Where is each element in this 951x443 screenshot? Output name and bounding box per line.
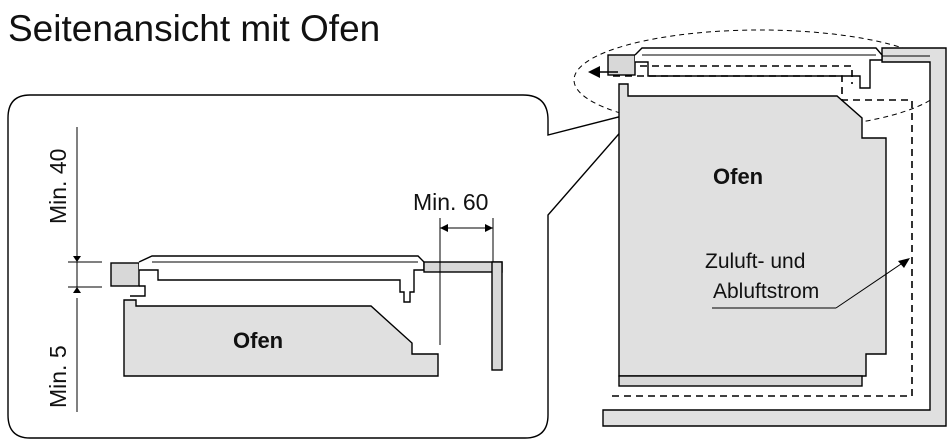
- airflow-pointer: [835, 261, 905, 309]
- cabinet-wall: [602, 47, 947, 427]
- dimension-arrow-up: [73, 287, 81, 293]
- oven-body-overview: [618, 83, 887, 377]
- hob-body: [138, 255, 425, 303]
- detail-callout: Min. 40 Min. 5 Ofen Min. 60: [7, 94, 641, 439]
- page-title: Seitenansicht mit Ofen: [8, 8, 381, 49]
- hob-body-overview: [634, 47, 883, 89]
- hob-front-edge: [110, 262, 140, 287]
- airflow-arrow-left: [588, 66, 600, 78]
- dimension-arrow-down: [73, 256, 81, 262]
- oven-body: [123, 299, 439, 377]
- min-side-label: Min. 60: [413, 189, 488, 215]
- oven-label-overview: Ofen: [713, 164, 763, 189]
- min-top-label: Min. 40: [45, 149, 71, 224]
- side-wall: [491, 261, 503, 371]
- hob-front-edge-overview: [607, 54, 636, 76]
- overview-diagram: Ofen Zuluft- und Abluftstrom: [573, 29, 947, 427]
- airflow-label-line1: Zuluft- und: [705, 250, 805, 273]
- oven-base-overview: [618, 375, 863, 387]
- oven-label-detail: Ofen: [233, 328, 283, 353]
- countertop: [423, 261, 503, 273]
- airflow-path: [608, 75, 913, 397]
- airflow-label-line2: Abluftstrom: [713, 280, 819, 303]
- min-bottom-label: Min. 5: [45, 345, 71, 408]
